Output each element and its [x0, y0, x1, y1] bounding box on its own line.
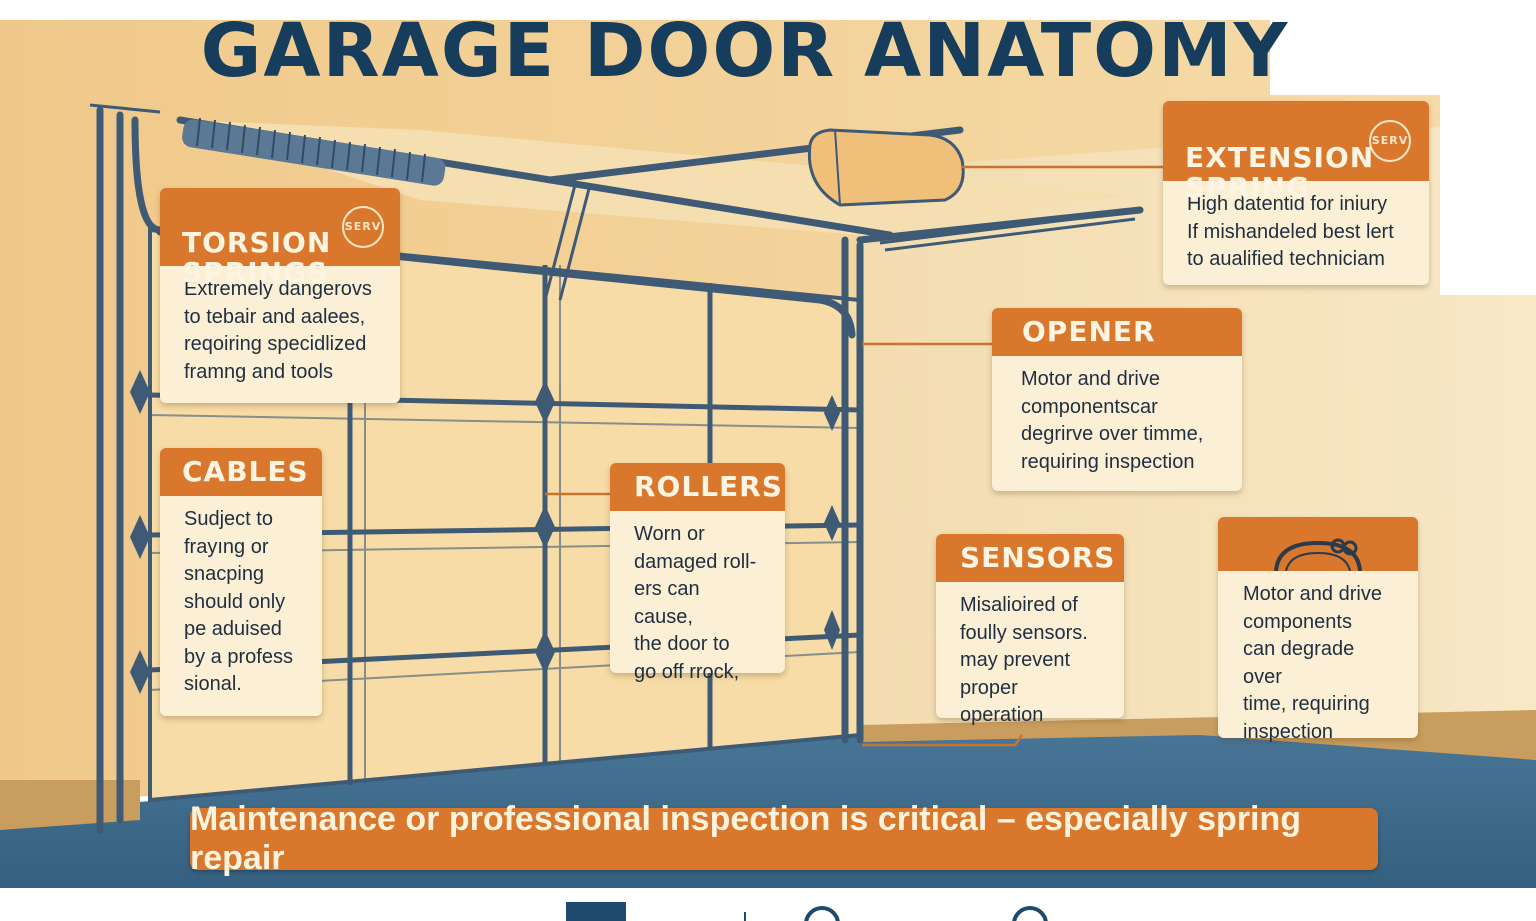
opener-header: OPENER [992, 308, 1242, 356]
footer-logo-icon [566, 902, 1048, 921]
rollers-text: Worn or damaged roll- ers can cause, the… [634, 523, 757, 683]
rollers-header: ROLLERS [610, 463, 785, 511]
sensors-card: SENSORS Misalioired of foully sensors. m… [936, 534, 1124, 726]
rollers-label: ROLLERS [634, 470, 783, 503]
extension-spring-text: High datentid for iniury If mishandeled … [1187, 193, 1394, 270]
roller-icon [130, 370, 840, 694]
extension-spring-header: EXTENSION SPRING SERV [1163, 101, 1429, 203]
opener-text: Motor and drive componentscar degrirve o… [1021, 368, 1204, 473]
motor-header [1218, 517, 1418, 571]
motor-text: Motor and drive components can degrade o… [1243, 583, 1382, 743]
sensors-text: Misalioired of foully sensors. may preve… [960, 594, 1088, 726]
sensors-header: SENSORS [936, 534, 1124, 582]
service-badge-icon: SERV [342, 206, 384, 248]
spring-icon [182, 117, 446, 186]
torsion-springs-text: Extremely dangerovs to tebair and aalees… [184, 278, 372, 383]
ceiling [180, 120, 1130, 235]
torsion-springs-card: TORSION SPRINGS SERV Extremely dangerovs… [160, 188, 400, 403]
extension-spring-card: EXTENSION SPRING SERV High datentid for … [1163, 101, 1429, 285]
cables-header: CABLES [160, 448, 322, 496]
sensors-label: SENSORS [960, 541, 1116, 574]
page-title: GARAGE DOOR ANATOMY [200, 8, 1290, 94]
cables-text: Sudject to frayıng or snacping should on… [184, 508, 293, 695]
motor-card: Motor and drive components can degrade o… [1218, 517, 1418, 743]
extension-spring-label: EXTENSION SPRING [1185, 141, 1375, 204]
torsion-springs-header: TORSION SPRINGS SERV [160, 188, 400, 288]
opener-label: OPENER [1022, 315, 1156, 348]
torsion-springs-label: TORSION SPRINGS [182, 226, 332, 289]
cables-label: CABLES [182, 455, 309, 488]
opener-motor-icon [807, 128, 965, 207]
opener-card: OPENER Motor and drive componentscar deg… [992, 308, 1242, 491]
cables-card: CABLES Sudject to frayıng or snacping sh… [160, 448, 322, 716]
service-badge-icon: SERV [1369, 120, 1411, 162]
maintenance-banner: Maintenance or professional inspection i… [190, 800, 1378, 877]
cable-coil-icon [1274, 538, 1362, 571]
rollers-card: ROLLERS Worn or damaged roll- ers can ca… [610, 463, 785, 683]
